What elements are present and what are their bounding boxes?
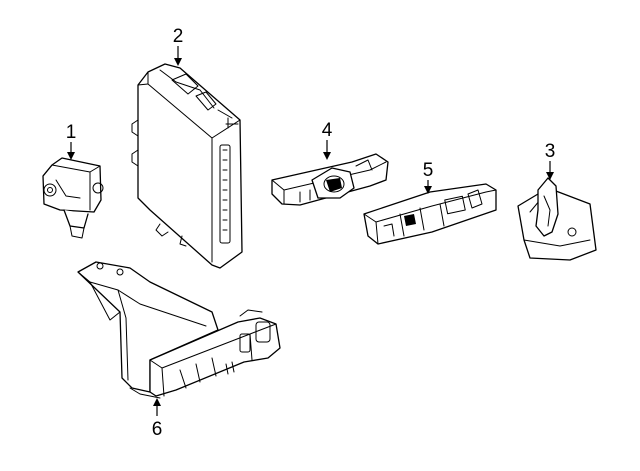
callout-1-label: 1 — [66, 122, 77, 143]
callout-2-label: 2 — [173, 26, 184, 47]
callout-5: 5 — [423, 160, 434, 194]
callout-6-label: 6 — [152, 419, 163, 440]
part-4-connector — [271, 153, 389, 206]
part-6-bracket-assembly — [77, 261, 281, 399]
callout-3: 3 — [545, 141, 556, 180]
callout-2: 2 — [173, 26, 184, 66]
callout-6: 6 — [152, 398, 163, 440]
callout-4: 4 — [322, 120, 333, 160]
part-3-bracket — [517, 177, 597, 261]
part-1-sensor — [42, 157, 104, 239]
callout-5-label: 5 — [423, 160, 434, 181]
callout-4-label: 4 — [322, 120, 333, 141]
callout-3-label: 3 — [545, 141, 556, 162]
part-5-sensor — [363, 183, 497, 245]
part-2-control-module — [131, 63, 243, 269]
callout-1: 1 — [66, 122, 77, 160]
